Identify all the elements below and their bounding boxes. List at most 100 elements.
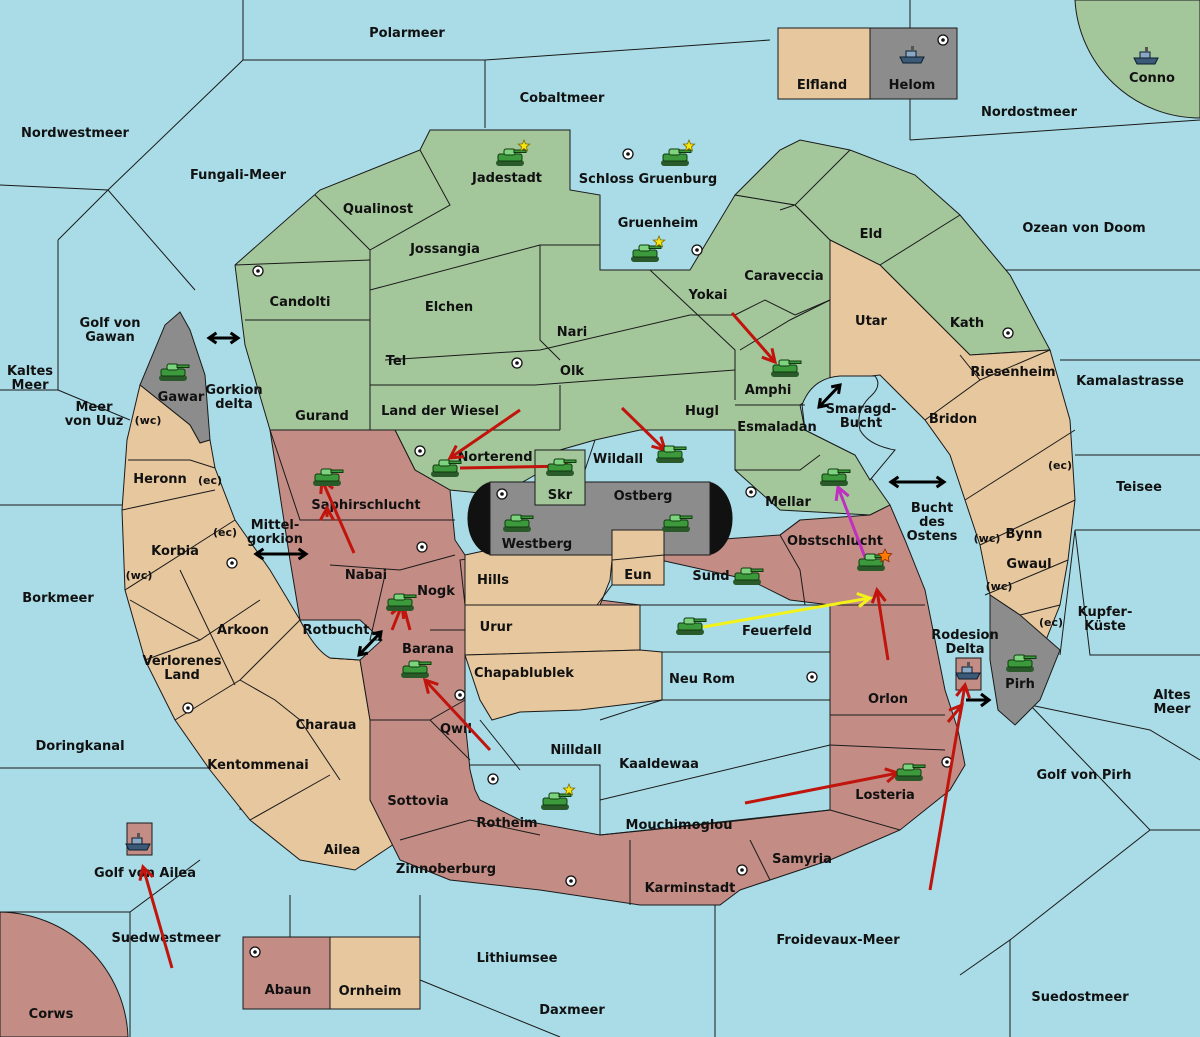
label-bynn: Bynn [1006, 527, 1043, 542]
label-gurand: Gurand [295, 409, 349, 424]
label-ozean: Ozean von Doom [1022, 221, 1145, 236]
tank-icon[interactable] [895, 763, 926, 781]
supply-center-icon [249, 946, 261, 958]
label-sund: Sund [692, 569, 729, 584]
label-pirh: Pirh [1005, 677, 1035, 692]
supply-center-icon [622, 148, 634, 160]
double-arrow-icon [357, 630, 383, 657]
explosion-icon [877, 548, 893, 563]
label-skr: Skr [548, 488, 573, 503]
tank-icon[interactable] [496, 138, 531, 166]
label-hills: Hills [477, 573, 509, 588]
label-elfland: Elfland [797, 78, 847, 93]
label-coast-wc-gwaul: (wc) [986, 580, 1013, 593]
label-corws: Corws [29, 1007, 74, 1022]
supply-center-icon [416, 541, 428, 553]
label-doringkanal: Doringkanal [35, 739, 124, 754]
ship-icon[interactable] [899, 46, 925, 64]
label-yokai: Yokai [687, 288, 727, 303]
sea-rotbucht[interactable] [299, 619, 383, 661]
tank-icon[interactable] [401, 660, 432, 678]
move-order-arrow [318, 504, 336, 522]
tank-icon[interactable] [386, 593, 417, 611]
tank-icon[interactable] [676, 617, 707, 635]
label-golfgawan1: Golf von [80, 316, 141, 331]
tank-icon[interactable] [159, 363, 190, 381]
supply-center-icon [496, 488, 508, 500]
tank-icon[interactable] [541, 782, 576, 810]
tank-icon[interactable] [431, 459, 462, 477]
passage-arrows [206, 331, 992, 708]
label-wildall: Wildall [593, 452, 643, 467]
ship-icon[interactable] [955, 662, 981, 680]
label-fungali: Fungali-Meer [190, 168, 287, 183]
label-polarmeer: Polarmeer [369, 26, 445, 41]
tank-icon[interactable] [656, 445, 687, 463]
tank-icon[interactable] [631, 234, 666, 262]
tank-icon[interactable] [857, 553, 888, 571]
label-nari: Nari [557, 325, 588, 340]
region-elfland[interactable] [777, 27, 871, 100]
supply-center-icon [691, 244, 703, 256]
supply-center-icon [806, 671, 818, 683]
label-altes1: Altes [1153, 688, 1191, 703]
tank-icon[interactable] [546, 458, 577, 476]
label-golfgawan2: Gawan [85, 330, 134, 345]
label-nordwestmeer: Nordwestmeer [21, 126, 129, 141]
double-arrow-icon [253, 547, 309, 561]
label-daxmeer: Daxmeer [539, 1003, 605, 1018]
label-abaun: Abaun [265, 983, 312, 998]
label-nogk: Nogk [417, 584, 455, 599]
label-candolti: Candolti [270, 295, 331, 310]
supply-center-icon [487, 773, 499, 785]
label-kaltes1: Kaltes [7, 364, 53, 379]
tank-icon[interactable] [771, 359, 802, 377]
supply-center-icon [937, 34, 949, 46]
tank-icon[interactable] [313, 468, 344, 486]
label-rodesion2: Delta [945, 642, 984, 657]
tank-icon[interactable] [733, 567, 764, 585]
label-smaragd2: Bucht [840, 416, 882, 431]
region-chapablublek[interactable] [464, 649, 663, 721]
tank-icon[interactable] [1006, 654, 1037, 672]
label-urur: Urur [480, 620, 513, 635]
label-nabai: Nabai [345, 568, 387, 583]
support-order-arrow [702, 592, 874, 629]
label-teisee: Teisee [1116, 480, 1162, 495]
label-olk: Olk [560, 364, 585, 379]
label-jossangia: Jossangia [409, 242, 480, 257]
label-coast-wc-korbia: (wc) [126, 569, 153, 582]
label-meeruuz2: von Uuz [65, 414, 124, 429]
label-gorkion1: Gorkion [205, 383, 262, 398]
label-kaltes2: Meer [12, 378, 50, 393]
label-orlon: Orlon [868, 692, 908, 707]
label-borkmeer: Borkmeer [22, 591, 94, 606]
star-icon [682, 138, 696, 152]
ship-icon[interactable] [1133, 47, 1159, 65]
tank-icon[interactable] [503, 514, 534, 532]
label-coast-wc-gawar: (wc) [135, 414, 162, 427]
label-charaua: Charaua [296, 718, 357, 733]
supply-center-icon [565, 875, 577, 887]
tank-icon[interactable] [820, 468, 851, 486]
label-kamalastrasse: Kamalastrasse [1076, 374, 1184, 389]
label-qualinost: Qualinost [343, 202, 413, 217]
label-coast-ec-bridon: (ec) [1048, 459, 1072, 472]
label-amphi: Amphi [745, 383, 792, 398]
label-gwaul: Gwaul [1006, 557, 1051, 572]
tank-icon[interactable] [661, 138, 696, 166]
move-order-arrow [946, 702, 964, 723]
label-eun: Eun [624, 568, 651, 583]
label-kath: Kath [950, 316, 984, 331]
region-corws[interactable] [0, 911, 129, 1037]
label-schloss: Schloss Gruenburg [579, 172, 717, 187]
label-tel: Tel [386, 354, 406, 369]
label-bucht2: des [919, 515, 945, 530]
move-order-arrow [730, 312, 778, 365]
label-coast-ec-heronn: (ec) [198, 474, 222, 487]
ship-icon[interactable] [125, 833, 151, 851]
region-ornheim[interactable] [329, 936, 421, 1010]
tank-icon[interactable] [662, 514, 693, 532]
label-norterend: Norterend [457, 450, 532, 465]
supply-center-icon [252, 265, 264, 277]
